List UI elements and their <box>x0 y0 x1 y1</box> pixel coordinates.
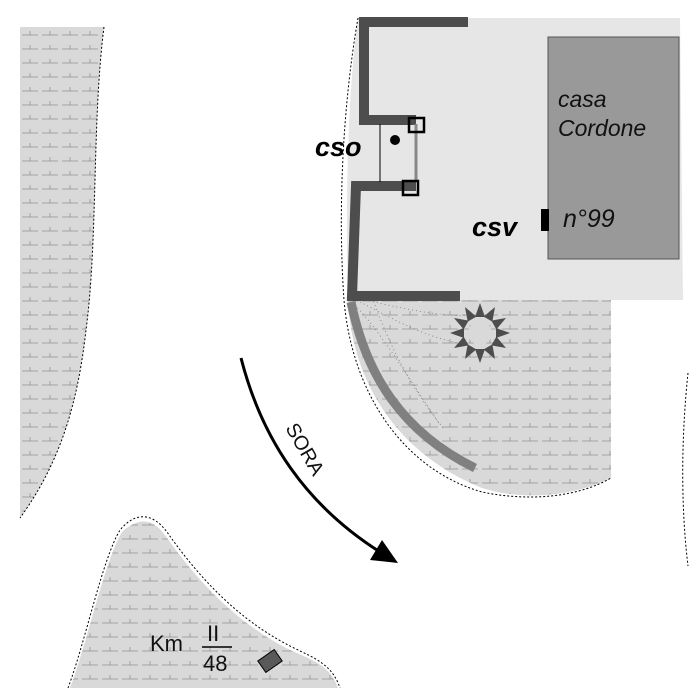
island-edge <box>67 516 341 689</box>
property-garden <box>348 300 611 496</box>
road-label: SORA <box>281 420 329 481</box>
arrowhead-icon <box>370 540 398 563</box>
boundary-wall <box>346 17 468 301</box>
kerb-curve <box>346 301 477 473</box>
csv-label: csv <box>472 212 519 242</box>
house-number: n°99 <box>563 205 615 233</box>
gate <box>379 116 426 197</box>
bottom-grass-island <box>70 521 338 688</box>
building-label-line1: casa <box>558 86 607 112</box>
tree-icon <box>450 303 510 363</box>
cso-label: cso <box>315 132 362 162</box>
km-denominator: 48 <box>203 651 227 676</box>
km-prefix: Km <box>150 631 183 656</box>
cso-point <box>390 135 400 145</box>
left-verge-edge <box>19 26 105 519</box>
km-numerator: II <box>207 621 219 646</box>
right-road-edge <box>682 372 689 567</box>
left-grass-verge <box>20 27 104 518</box>
csv-point <box>541 209 549 231</box>
building-label-line2: Cordone <box>558 115 646 141</box>
building-casa-cordone <box>547 36 680 260</box>
km-marker-stone <box>257 648 283 674</box>
road-direction-arrow <box>239 357 381 554</box>
